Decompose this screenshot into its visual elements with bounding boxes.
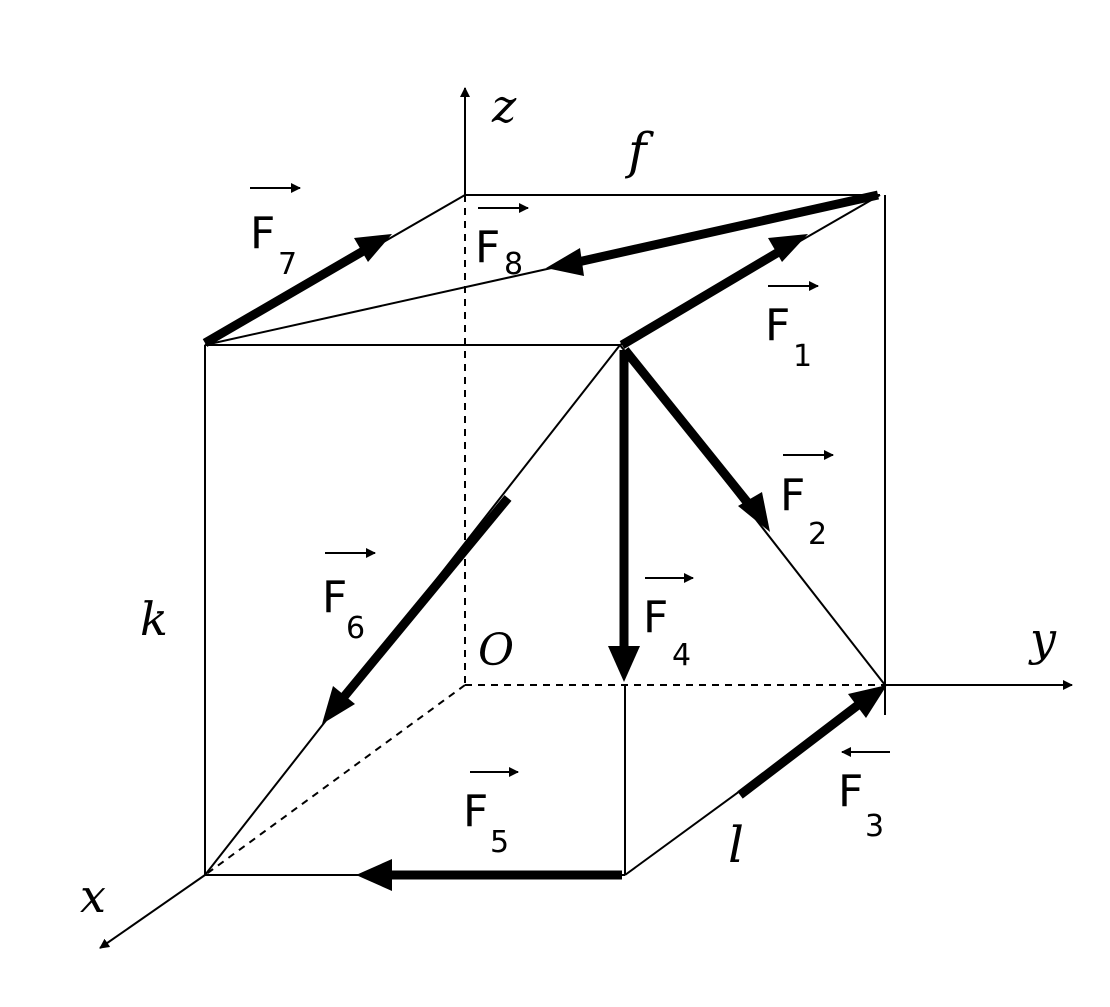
force-label-8: F 8 [475,203,529,282]
force-letter: F [475,222,500,273]
force-subscript: 8 [504,247,523,282]
force-arrowhead-7 [354,234,392,262]
force-label-7: F 7 [250,183,301,282]
hidden-edges [204,195,885,876]
force-vector-7 [202,246,368,347]
axis-label-y: y [1028,612,1057,666]
force-label-5: F 5 [463,767,519,860]
cube-edges [204,194,886,876]
force-label-3: F 3 [838,747,890,844]
force-letter: F [463,786,488,837]
dimension-label-f: f [624,122,654,180]
axis-label-z: z [491,79,517,133]
force-label-6: F 6 [322,548,376,646]
origin-label: O [478,625,514,676]
force-arrowhead-3 [848,685,887,718]
force-letter: F [765,300,790,351]
force-arrowhead-4 [608,646,640,682]
force-arrowhead-2 [738,492,770,532]
dimension-label-k: k [140,592,168,646]
force-subscript: 5 [490,825,509,860]
force-letter: F [643,592,668,643]
force-vectors [202,190,887,891]
force-vector-1 [619,246,785,349]
force-arrowhead-5 [356,859,392,891]
force-subscript: 6 [346,611,365,646]
force-vector-3 [737,698,865,799]
force-subscript: 1 [793,339,812,374]
force-label-1: F 1 [765,281,819,374]
force-label-2: F 2 [780,450,834,552]
force-subscript: 3 [865,809,884,844]
force-label-4: F 4 [643,573,694,673]
force-letter: F [322,572,347,623]
x-axis-arrow [99,874,206,949]
force-arrowhead-8 [546,248,584,276]
axis-label-x: x [80,869,106,923]
force-arrowhead-6 [322,686,355,724]
force-vector-6 [339,495,512,701]
force-subscript: 2 [808,517,827,552]
force-arrowhead-1 [768,234,808,262]
hidden-edge-x [204,684,466,876]
force-letter: F [838,766,863,817]
force-subscript: 7 [278,247,297,282]
axes [99,87,1073,949]
force-vector-2 [621,347,756,511]
force-vector-8 [577,190,879,267]
dimension-label-l: l [728,816,744,874]
force-letter: F [780,470,805,521]
force-letter: F [250,208,275,259]
force-subscript: 4 [672,638,691,673]
